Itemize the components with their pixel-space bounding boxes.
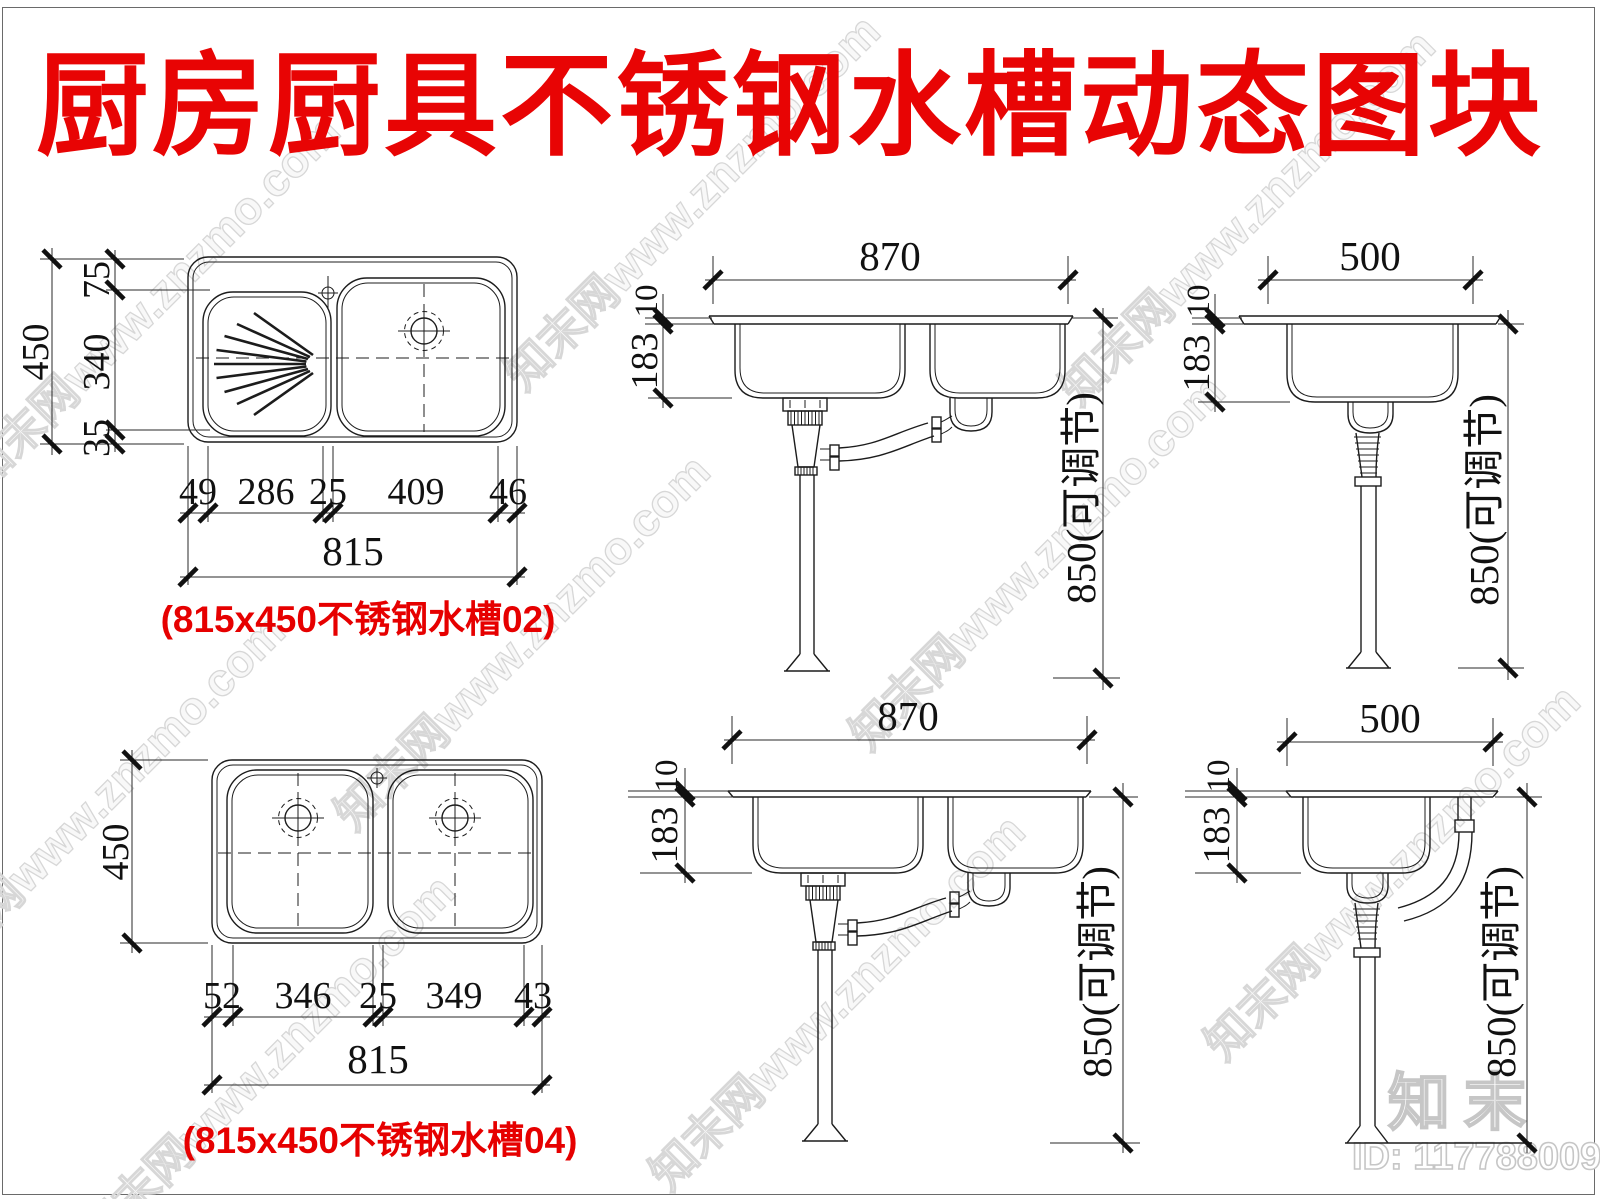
dim-183: 183: [644, 807, 686, 864]
dim-815: 815: [347, 1036, 409, 1082]
dim-183: 183: [624, 333, 666, 390]
dim-409: 409: [388, 471, 445, 513]
dim-450: 450: [95, 824, 137, 881]
dim-340: 340: [76, 334, 118, 391]
section-double-top: 870 10 183: [624, 233, 1120, 690]
dim-43: 43: [514, 975, 552, 1017]
dim-870: 870: [877, 693, 939, 739]
dim-183: 183: [1196, 807, 1238, 864]
dim-10: 10: [1181, 285, 1217, 318]
section-single-top: 500 10 183 850(可调节): [1176, 233, 1524, 680]
dim-286: 286: [238, 471, 295, 513]
section-double-bottom: 870 10 183 850: [628, 693, 1140, 1153]
dim-10: 10: [1201, 760, 1237, 793]
dim-75: 75: [76, 261, 118, 299]
dim-450: 450: [15, 324, 57, 381]
dim-815: 815: [322, 528, 384, 574]
dim-52: 52: [203, 975, 241, 1017]
dim-850: 850(可调节): [1478, 866, 1524, 1078]
dim-183: 183: [1176, 335, 1218, 392]
dim-850: 850(可调节): [1461, 394, 1507, 606]
dim-870: 870: [859, 233, 921, 279]
dim-500: 500: [1359, 695, 1421, 741]
dim-10: 10: [629, 285, 665, 318]
dim-850: 850(可调节): [1074, 866, 1120, 1078]
dim-850: 850(可调节): [1058, 392, 1104, 604]
dim-500: 500: [1339, 233, 1401, 279]
dim-25: 25: [359, 975, 397, 1017]
caption-sink04: (815x450不锈钢水槽04): [182, 1120, 578, 1161]
dim-49: 49: [179, 471, 217, 513]
dim-349: 349: [426, 975, 483, 1017]
section-single-bottom: 500 10 183 850(可调节): [1185, 695, 1542, 1153]
plan-sink02: 450 75 340 35 49 286 25 409 46 815: [15, 248, 527, 586]
dim-35: 35: [76, 419, 118, 457]
dim-25: 25: [309, 471, 347, 513]
znzmo-logo: 知末: [1387, 1068, 1541, 1139]
dim-10: 10: [649, 760, 685, 793]
dim-346: 346: [275, 975, 332, 1017]
page-title: 厨房厨具不锈钢水槽动态图块: [36, 43, 1544, 169]
plan-sink04: 450 52 346 25 349 43 815: [95, 750, 552, 1094]
caption-sink02: (815x450不锈钢水槽02): [160, 599, 556, 640]
drainboard-ribs: [214, 311, 314, 417]
dim-46: 46: [489, 471, 527, 513]
